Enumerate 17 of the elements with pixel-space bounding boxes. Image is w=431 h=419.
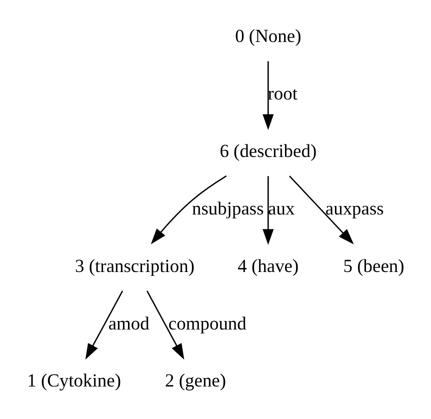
- arrow: [262, 61, 274, 130]
- node-text: 6 (described): [219, 140, 316, 161]
- arrow: [150, 175, 226, 244]
- node-text: 3 (transcription): [74, 256, 194, 276]
- edge-label: auxpass: [324, 198, 384, 218]
- edge-label: nsubjpass: [191, 198, 264, 218]
- arrow: [84, 290, 123, 360]
- arrow: [288, 176, 354, 244]
- arrow: [146, 290, 184, 360]
- node-text: 4 (have): [237, 256, 298, 276]
- node-text: 1 (Cytokine): [26, 370, 120, 391]
- edge-label: amod: [108, 313, 149, 334]
- arrow: [262, 176, 274, 245]
- edge-label: compound: [168, 313, 246, 334]
- node-text: 0 (None): [234, 26, 301, 46]
- node-text: 2 (gene): [164, 370, 226, 391]
- node-text: 5 (been): [342, 256, 404, 276]
